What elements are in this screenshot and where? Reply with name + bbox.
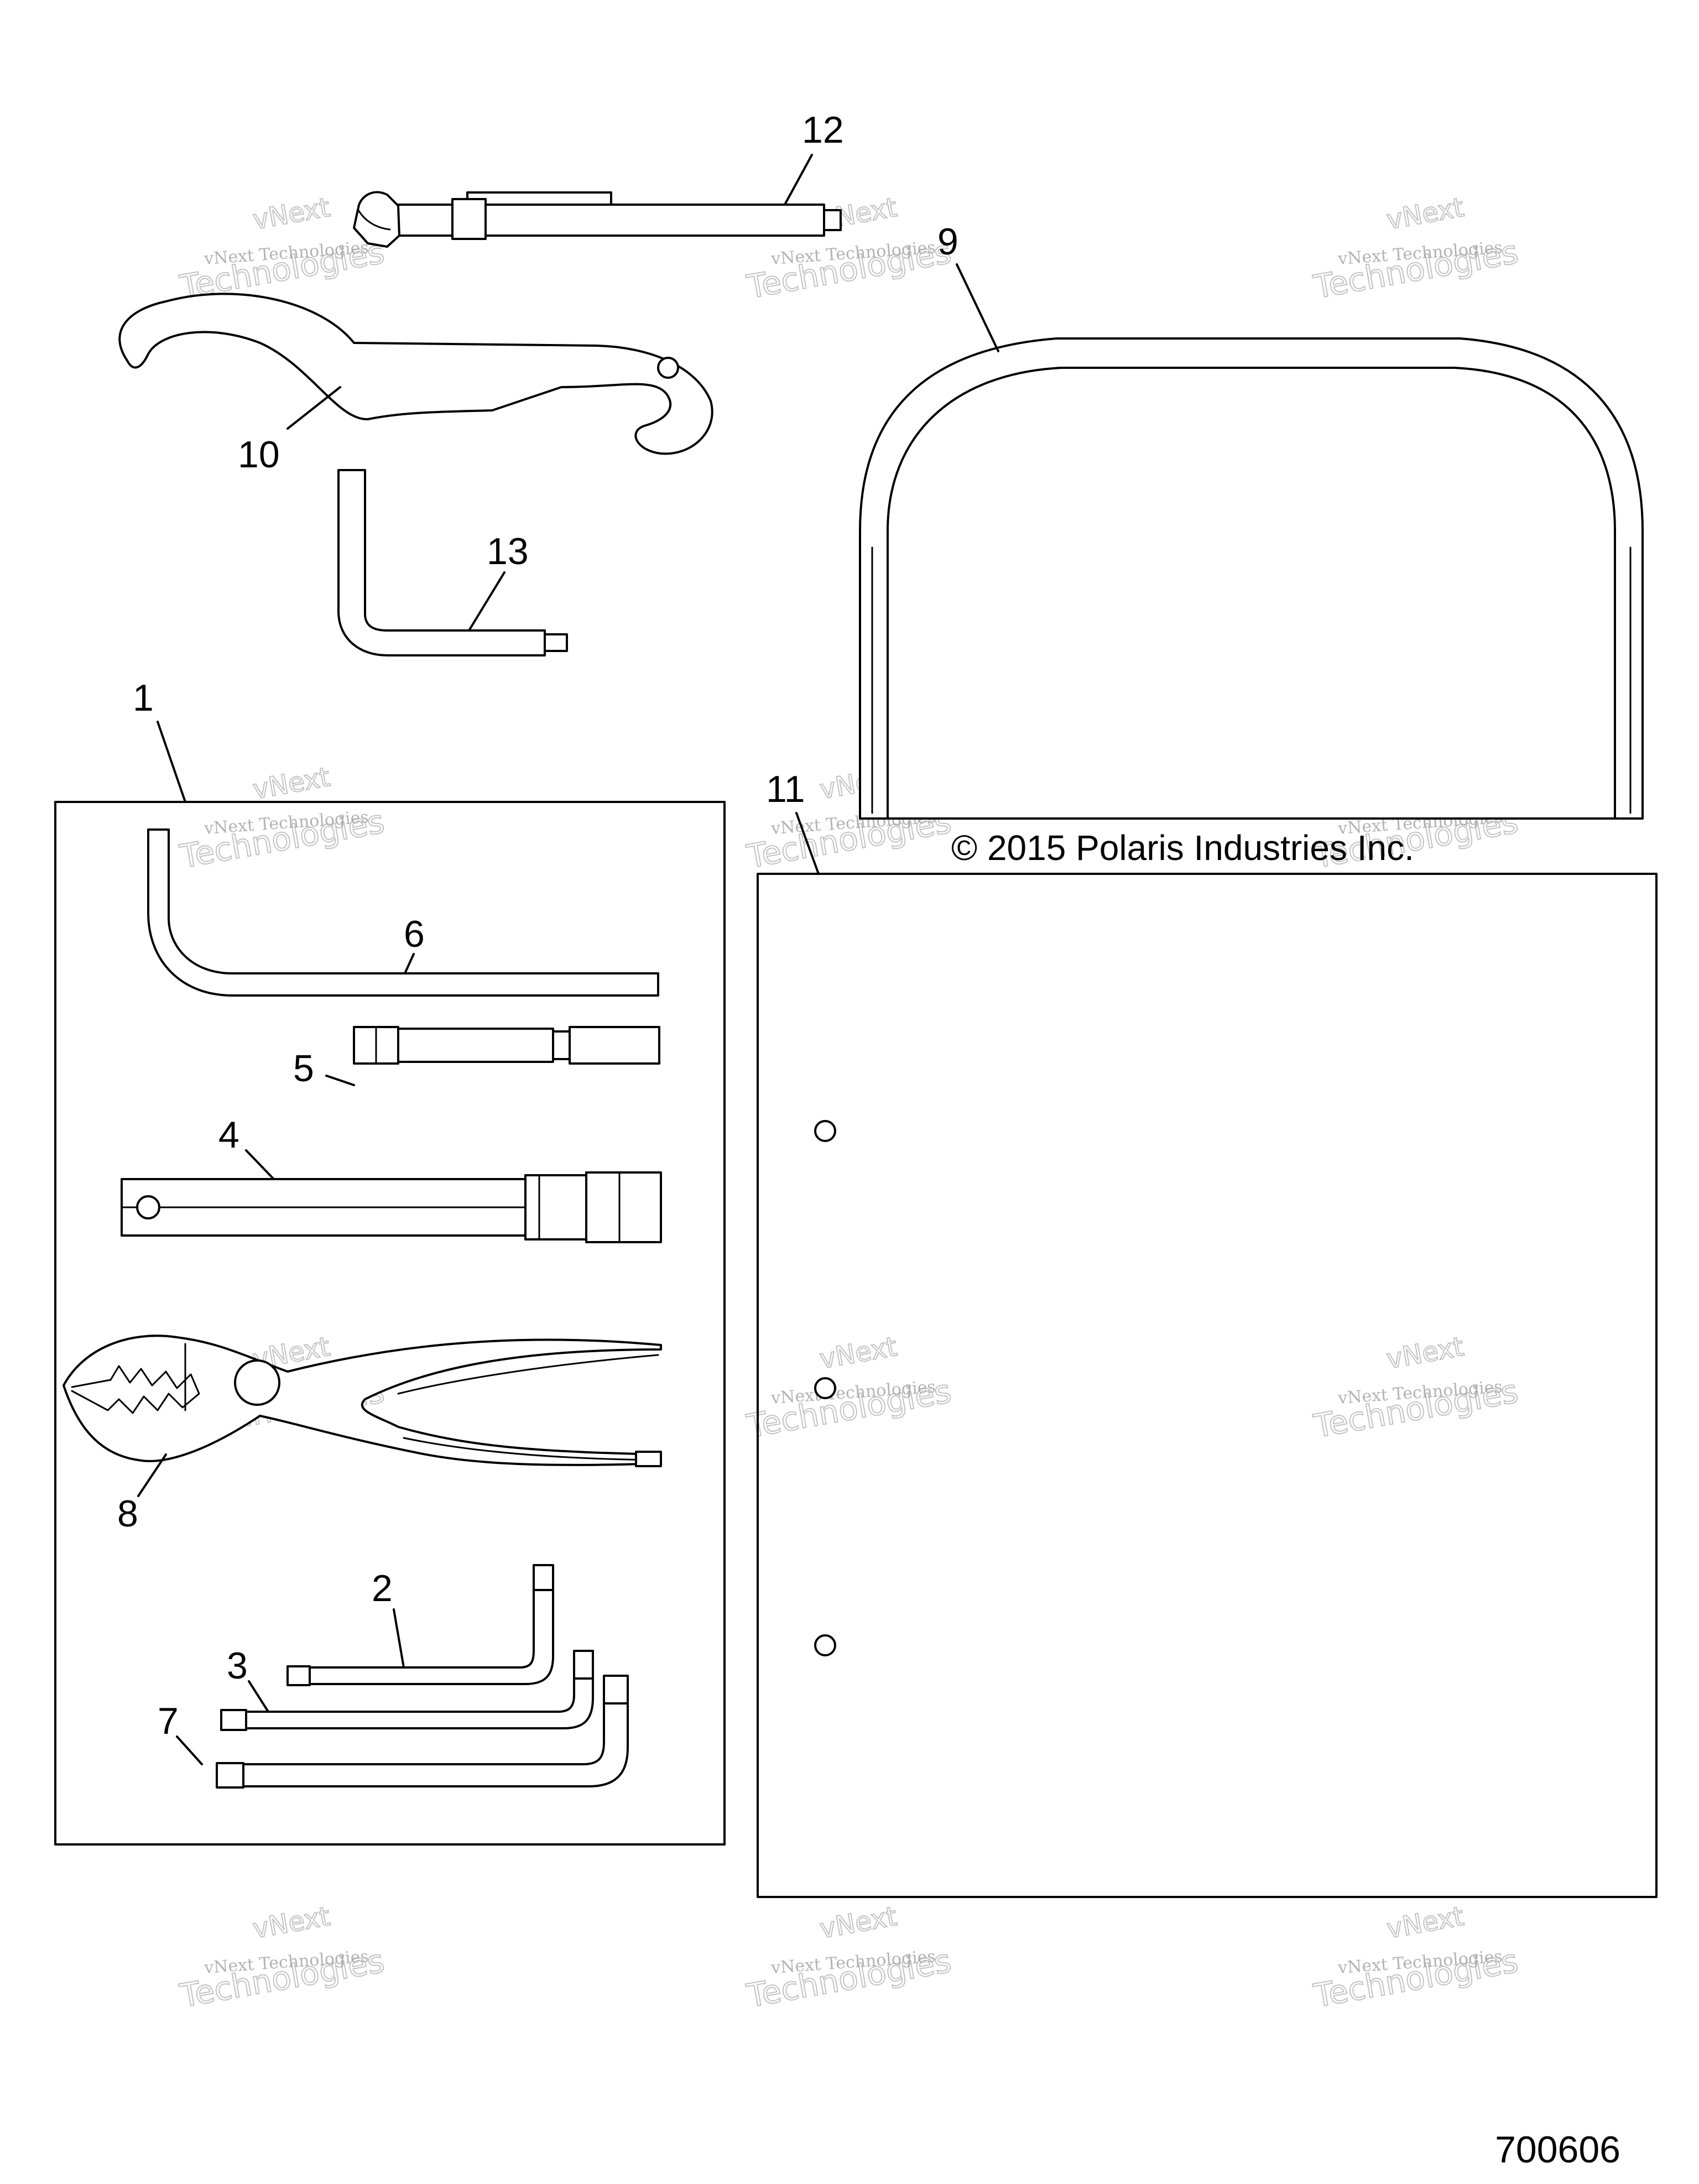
figure-number: 700606 (1495, 2129, 1620, 2171)
part-3-torx-key (220, 1650, 594, 1731)
watermark-brand: vNext (817, 1331, 899, 1375)
leader-3 (248, 1680, 269, 1713)
callout-6: 6 (404, 913, 425, 955)
watermark-brand: vNext (817, 1901, 899, 1945)
leader-lines (137, 154, 999, 1765)
part-5-socket-adapter (353, 1026, 660, 1065)
leader-9 (956, 263, 999, 352)
leader-13 (468, 571, 505, 632)
callout-3: 3 (227, 1645, 248, 1687)
callout-7: 7 (158, 1700, 179, 1742)
callout-1: 1 (133, 677, 154, 719)
part-2-torx-key (286, 1564, 554, 1686)
leader-1 (157, 721, 186, 803)
part-6-long-hex-key (147, 828, 659, 997)
callout-labels: 12 9 10 13 1 11 6 5 4 8 2 3 7 (117, 109, 958, 1742)
leader-7 (176, 1735, 203, 1765)
part-13-hex-key (337, 469, 568, 656)
callout-8: 8 (117, 1493, 138, 1535)
watermark-brand: vNext (1384, 192, 1466, 236)
leader-5 (325, 1075, 355, 1086)
watermark-brand: vNext (251, 192, 332, 236)
copyright-notice: © 2015 Polaris Industries Inc. (951, 828, 1414, 868)
callout-12: 12 (802, 109, 844, 151)
leader-6 (404, 953, 415, 974)
leader-11 (795, 812, 820, 875)
leader-10 (286, 386, 341, 430)
leader-12 (784, 154, 813, 205)
watermark-brand: vNext (251, 1901, 332, 1945)
part-4-spark-plug-wrench (121, 1171, 662, 1243)
callout-10: 10 (238, 434, 280, 476)
part-1-tool-kit-box (54, 801, 726, 1846)
leader-4 (245, 1149, 275, 1180)
watermark-brand: vNext (1384, 1331, 1466, 1375)
callout-5: 5 (293, 1047, 314, 1090)
part-8-pliers (62, 1335, 662, 1467)
leader-8 (137, 1453, 167, 1497)
part-7-torx-key (216, 1675, 629, 1789)
leader-2 (393, 1608, 405, 1669)
callout-13: 13 (487, 530, 529, 572)
watermark-brand: vNext (251, 762, 332, 806)
callout-4: 4 (218, 1114, 239, 1156)
part-11-tool-bag-panel (757, 873, 1658, 1898)
watermark-brand: vNext (1384, 1901, 1466, 1945)
part-9-strap-loop (859, 337, 1644, 820)
callout-2: 2 (372, 1567, 393, 1609)
callout-9: 9 (937, 221, 958, 263)
part-10-spanner-wrench (118, 293, 713, 455)
part-12-ratchet-handle (353, 191, 842, 248)
callout-11: 11 (766, 768, 805, 810)
